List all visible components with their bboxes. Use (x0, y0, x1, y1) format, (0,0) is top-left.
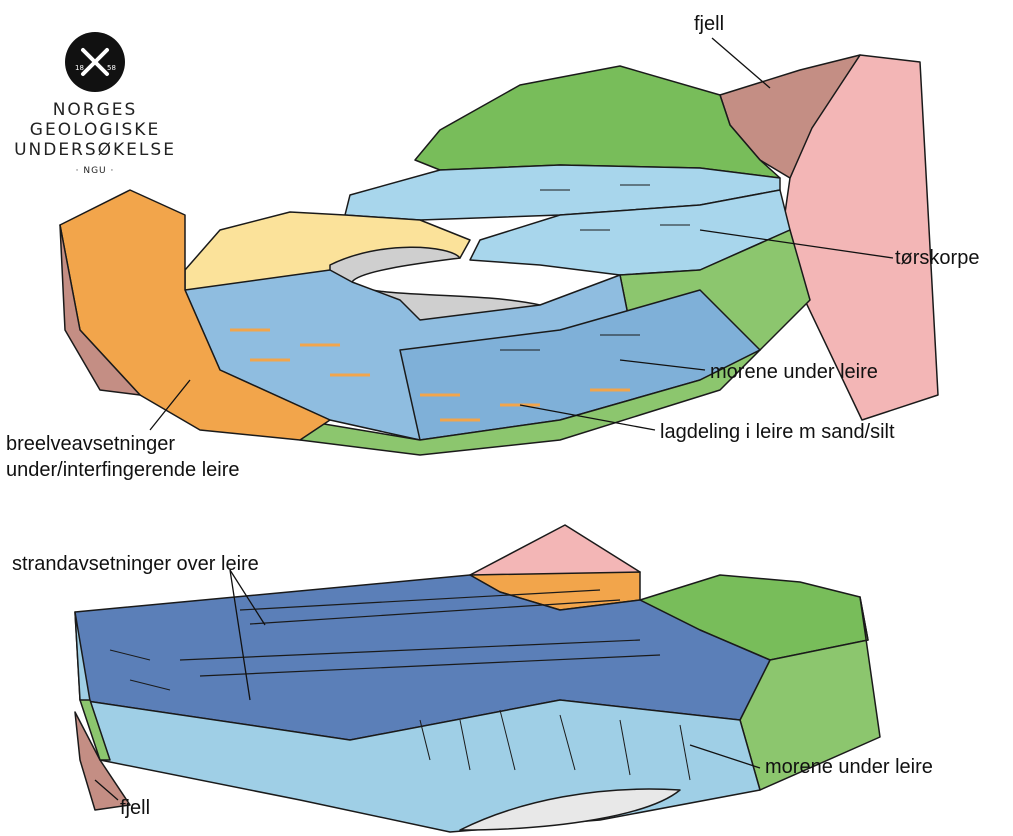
label-lagdeling: lagdeling i leire m sand/silt (660, 420, 895, 444)
label-breelv-line2: under/interfingerende leire (6, 458, 240, 482)
hammer-logo-icon: 18 58 (63, 30, 127, 94)
vegetated-upland (415, 66, 780, 178)
label-fjell-bottom: fjell (120, 796, 150, 820)
label-strand: strandavsetninger over leire (12, 552, 259, 576)
leader-fjell-top (712, 38, 770, 88)
label-torskorpe: tørskorpe (895, 246, 979, 270)
label-morene-top: morene under leire (710, 360, 878, 384)
logo-line-undersokelse: UNDERSØKELSE (0, 140, 190, 160)
label-fjell-top: fjell (694, 12, 724, 36)
logo-year-left: 18 (75, 64, 84, 72)
logo-year-right: 58 (107, 64, 116, 72)
label-morene-bottom: morene under leire (765, 755, 933, 779)
bedrock-peak (470, 525, 640, 578)
logo-line-norges: NORGES (0, 100, 190, 120)
ngu-logo: 18 58 NORGES GEOLOGISKE UNDERSØKELSE · N… (0, 24, 190, 194)
top-block-diagram (60, 55, 938, 455)
logo-line-geologiske: GEOLOGISKE (0, 120, 190, 140)
label-breelv-line1: breelveavsetninger (6, 432, 175, 456)
logo-abbr: · NGU · (0, 166, 190, 176)
